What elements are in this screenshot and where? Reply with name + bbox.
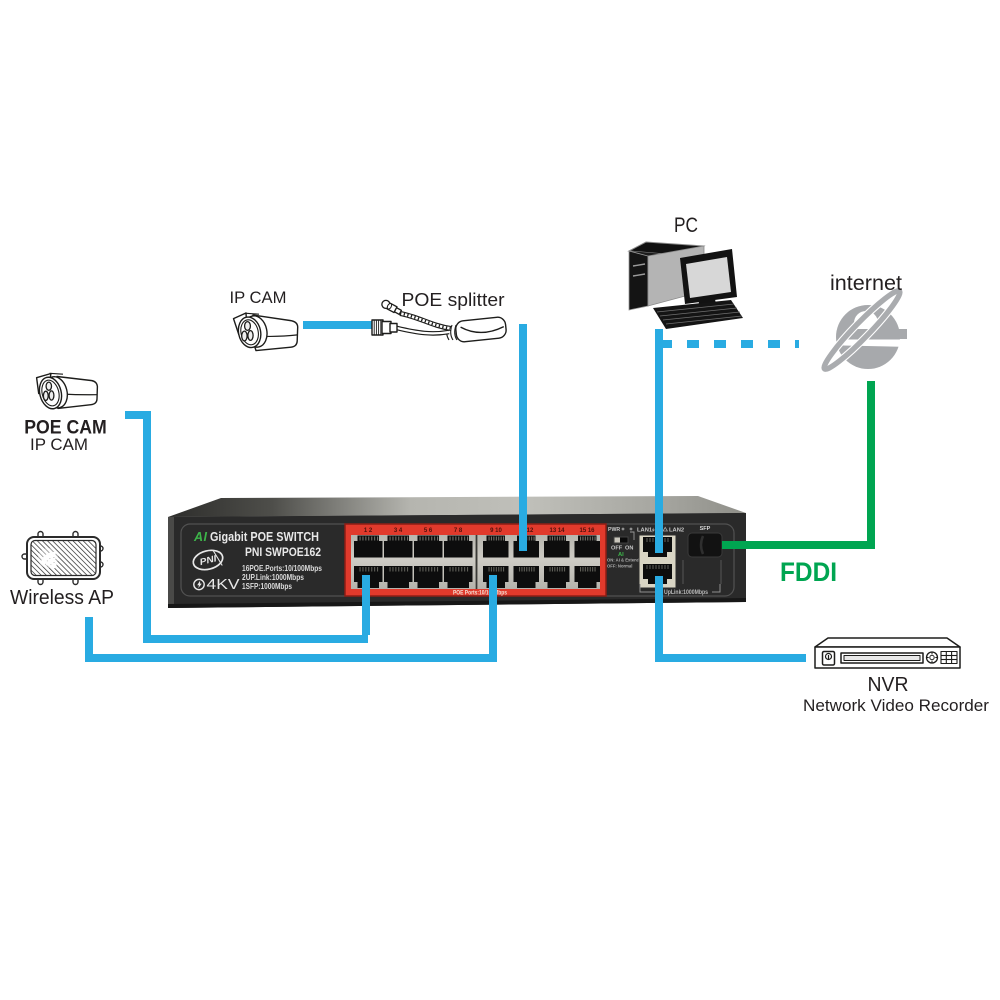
svg-text:IP CAM: IP CAM bbox=[230, 288, 287, 307]
svg-text:PNI SWPOE162: PNI SWPOE162 bbox=[245, 545, 321, 559]
svg-text:1 2: 1 2 bbox=[364, 528, 373, 534]
svg-text:Gigabit POE SWITCH: Gigabit POE SWITCH bbox=[210, 530, 319, 544]
svg-text:7 8: 7 8 bbox=[454, 528, 463, 534]
svg-text:LAN1: LAN1 bbox=[637, 528, 653, 534]
svg-text:4KV: 4KV bbox=[207, 576, 240, 593]
svg-text:Wireless AP: Wireless AP bbox=[10, 587, 114, 609]
svg-text:5 6: 5 6 bbox=[424, 528, 433, 534]
svg-text:PC: PC bbox=[674, 214, 698, 237]
svg-text:POE Ports:10/100Mbps: POE Ports:10/100Mbps bbox=[453, 590, 507, 597]
svg-text:PNI: PNI bbox=[199, 553, 218, 567]
svg-text:PWR: PWR bbox=[608, 527, 620, 533]
svg-text:1SFP:1000Mbps: 1SFP:1000Mbps bbox=[242, 582, 292, 591]
svg-text:13 14: 13 14 bbox=[549, 528, 565, 534]
svg-text:internet: internet bbox=[830, 271, 902, 295]
svg-text:9 10: 9 10 bbox=[490, 528, 502, 534]
svg-text:POE CAM: POE CAM bbox=[24, 418, 107, 439]
svg-text:OFF: Normal: OFF: Normal bbox=[607, 564, 632, 569]
svg-text:UpLink:1000Mbps: UpLink:1000Mbps bbox=[664, 590, 709, 596]
svg-text:IP CAM: IP CAM bbox=[30, 435, 88, 454]
svg-text:16POE.Ports:10/100Mbps: 16POE.Ports:10/100Mbps bbox=[242, 564, 322, 573]
svg-text:2UP.Link:1000Mbps: 2UP.Link:1000Mbps bbox=[242, 573, 304, 582]
svg-text:Network Video Recorder: Network Video Recorder bbox=[803, 696, 989, 715]
svg-text:ON: ON bbox=[625, 546, 633, 552]
svg-text:AI: AI bbox=[618, 552, 624, 558]
svg-text:NVR: NVR bbox=[868, 674, 909, 696]
svg-text:AI: AI bbox=[193, 530, 208, 544]
svg-text:3 4: 3 4 bbox=[394, 528, 403, 534]
svg-text:15 16: 15 16 bbox=[579, 528, 595, 534]
svg-text:ON: AI & Extend: ON: AI & Extend bbox=[607, 558, 640, 563]
svg-text:SFP: SFP bbox=[700, 526, 711, 532]
svg-text:OFF: OFF bbox=[611, 546, 623, 552]
svg-text:LAN2: LAN2 bbox=[669, 528, 684, 534]
svg-text:POE splitter: POE splitter bbox=[402, 289, 505, 310]
svg-text:FDDI: FDDI bbox=[780, 557, 837, 587]
